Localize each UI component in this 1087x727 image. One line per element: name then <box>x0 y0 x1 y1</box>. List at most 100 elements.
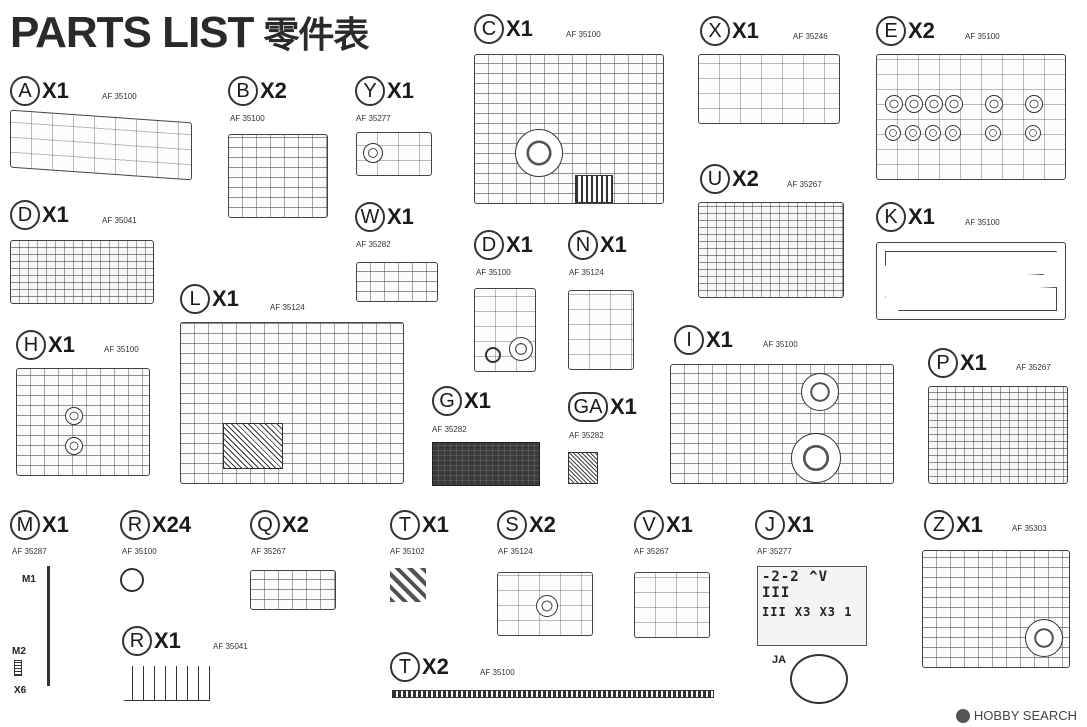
part-qty-z: X1 <box>956 512 983 537</box>
part-qty-u: X2 <box>732 166 759 191</box>
part-letter-u: U <box>700 164 730 194</box>
part-code-z: AF 35303 <box>1012 524 1047 533</box>
sprue-e-wheel <box>905 95 923 113</box>
part-qty-l: X1 <box>212 286 239 311</box>
sprue-p <box>928 386 1068 484</box>
part-qty-n: X1 <box>600 232 627 257</box>
sprue-k-fender-top <box>885 251 1057 275</box>
part-code-i: AF 35100 <box>763 340 798 349</box>
part-letter-e: E <box>876 16 906 46</box>
part-qty-ga: X1 <box>610 394 637 419</box>
photo-etch-g <box>432 442 540 486</box>
sprue-s <box>497 572 593 636</box>
part-qty-y: X1 <box>387 78 414 103</box>
part-code-d1: AF 35041 <box>102 216 137 225</box>
part-code-y: AF 35277 <box>356 114 391 123</box>
part-code-ga: AF 35282 <box>569 431 604 440</box>
sprue-y <box>356 132 432 176</box>
sprue-e-wheel <box>1025 125 1041 141</box>
part-letter-t2: T <box>390 652 420 682</box>
part-qty-s: X2 <box>529 512 556 537</box>
part-code-v: AF 35267 <box>634 547 669 556</box>
sprue-n <box>568 290 634 370</box>
part-code-g: AF 35282 <box>432 425 467 434</box>
part-letter-v: V <box>634 510 664 540</box>
part-qty-t2: X2 <box>422 654 449 679</box>
part-m2 <box>14 660 22 676</box>
part-code-c: AF 35100 <box>566 30 601 39</box>
part-qty-i: X1 <box>706 327 733 352</box>
sprue-c <box>474 54 664 204</box>
sprue-e-wheel <box>1025 95 1043 113</box>
sprue-d2 <box>474 288 536 372</box>
sprue-z-wheel <box>1025 619 1063 657</box>
part-letter-m: M <box>10 510 40 540</box>
part-qty-r1: X24 <box>152 512 192 537</box>
part-code-w: AF 35282 <box>356 240 391 249</box>
sprue-b <box>228 134 328 218</box>
part-letter-r1: R <box>120 510 150 540</box>
part-letter-r2: R <box>122 626 152 656</box>
decal-line-1: -2-2 ^V III <box>762 569 829 601</box>
sprue-e-wheel <box>905 125 921 141</box>
decal-sheet-j: -2-2 ^V III III X3 X3 1 <box>757 566 867 646</box>
sprue-d2-wheel <box>509 337 533 361</box>
part-ja-cable <box>790 654 848 704</box>
part-qty-r2: X1 <box>154 628 181 653</box>
title-chinese: 零件表 <box>263 15 369 56</box>
part-qty-d1: X1 <box>42 202 69 227</box>
sprue-h-wheel <box>65 437 83 455</box>
part-qty-v: X1 <box>666 512 693 537</box>
part-letter-q: Q <box>250 510 280 540</box>
sprue-w <box>356 262 438 302</box>
part-code-a: AF 35100 <box>102 92 137 101</box>
sprue-v <box>634 572 710 638</box>
sprue-e-wheel <box>945 125 961 141</box>
part-qty-d2: X1 <box>506 232 533 257</box>
sprue-i <box>670 364 894 484</box>
part-qty-k: X1 <box>908 204 935 229</box>
part-qty-b: X2 <box>260 78 287 103</box>
part-letter-h: H <box>16 330 46 360</box>
part-qty-e: X2 <box>908 18 935 43</box>
part-qty-q: X2 <box>282 512 309 537</box>
part-code-t1: AF 35102 <box>390 547 425 556</box>
part-letter-ga: GA <box>568 392 608 422</box>
part-letter-d2: D <box>474 230 504 260</box>
part-code-m: AF 35287 <box>12 547 47 556</box>
label-ja: JA <box>772 654 787 666</box>
sprue-x <box>698 54 840 124</box>
part-r-ring <box>120 568 144 592</box>
label-x6: X6 <box>14 685 27 696</box>
sprue-e-wheel <box>985 95 1003 113</box>
part-code-n: AF 35124 <box>569 268 604 277</box>
part-code-d2: AF 35100 <box>476 268 511 277</box>
part-qty-c: X1 <box>506 16 533 41</box>
watermark: HOBBY SEARCH <box>955 708 1077 723</box>
part-letter-t1: T <box>390 510 420 540</box>
hobby-search-logo-icon <box>955 708 970 723</box>
part-code-h: AF 35100 <box>104 345 139 354</box>
sprue-c-hatch <box>515 129 563 177</box>
part-qty-p: X1 <box>960 350 987 375</box>
sprue-l <box>180 322 404 484</box>
part-code-l: AF 35124 <box>270 303 305 312</box>
part-code-r2: AF 35041 <box>213 642 248 651</box>
part-code-j: AF 35277 <box>757 547 792 556</box>
part-code-k: AF 35100 <box>965 218 1000 227</box>
sprue-e-wheel <box>925 125 941 141</box>
sprue-h <box>16 368 150 476</box>
part-qty-x: X1 <box>732 18 759 43</box>
part-t-links <box>390 568 426 602</box>
